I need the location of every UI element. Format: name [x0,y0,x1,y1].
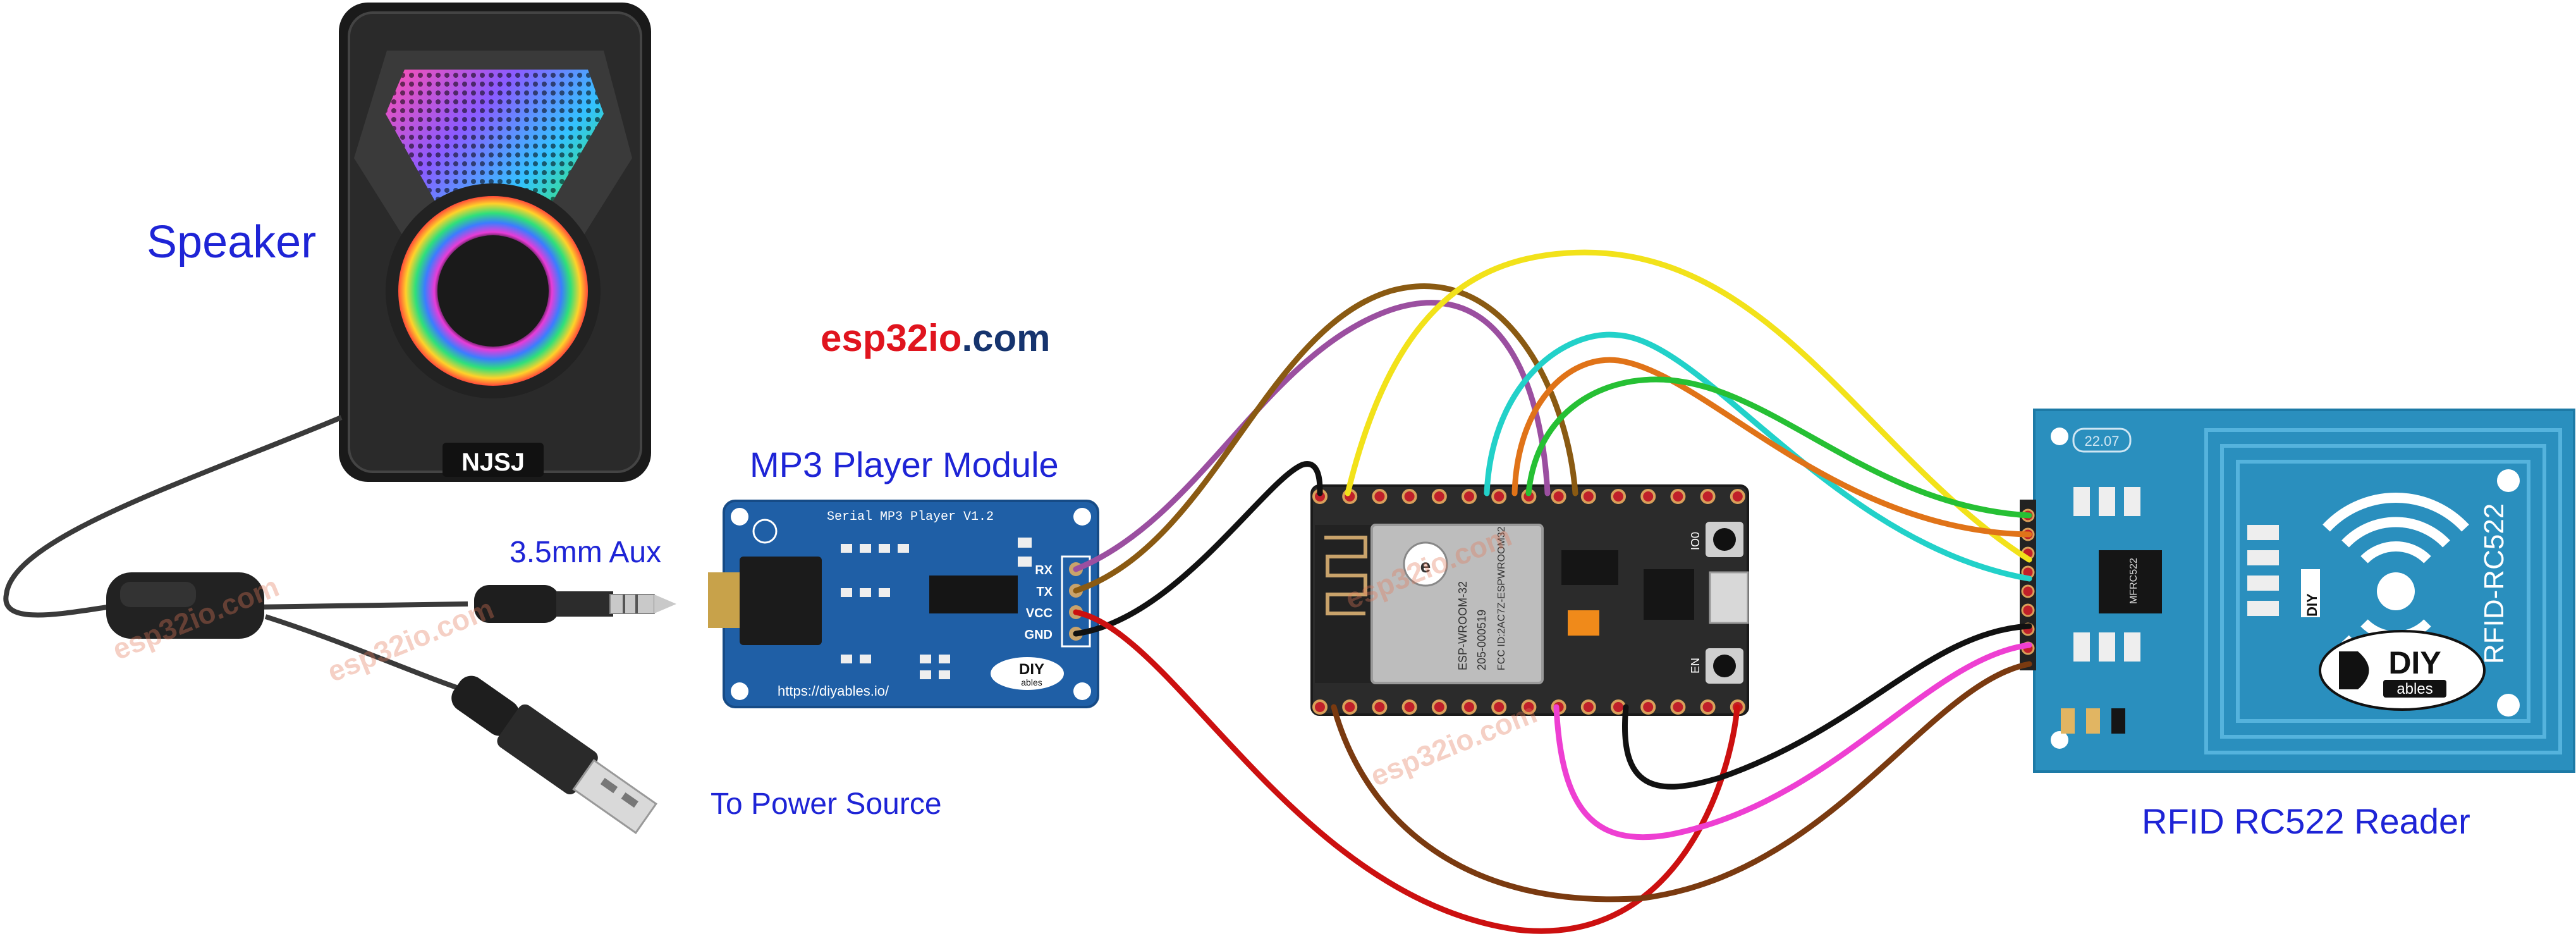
speaker-brand-text: NJSJ [461,448,525,476]
rfid-date-code: 22.07 [2084,433,2119,449]
svg-text:ables: ables [1021,677,1042,687]
esp32-pin [1372,699,1388,715]
mp3-board-url: https://diyables.io/ [778,683,889,699]
esp32-pin [1312,699,1328,715]
wire-black-gnd [1622,623,2032,790]
usb-plug [451,675,657,834]
rfid-label: RFID RC522 Reader [2142,801,2470,841]
aux-label: 3.5mm Aux [510,536,662,569]
esp32-pin [1491,489,1507,504]
aux-plug [474,585,676,623]
wire-dark-brown [1331,661,2032,902]
speaker-device: NJSJ [339,3,651,482]
esp32-pin [1700,699,1716,715]
esp32-pin [1462,699,1477,715]
mp3-pin-rx: RX [1035,563,1053,577]
wires [1073,249,2032,934]
esp32-pin [1580,489,1596,504]
brand-part3: .com [961,317,1051,359]
esp32-module-line1: ESP-WROOM-32 [1456,581,1469,670]
esp32-pin [1491,699,1507,715]
mp3-pin-vcc: VCC [1026,606,1053,620]
esp32-top-pins [1312,489,1745,504]
esp32-pin [1580,699,1596,715]
mp3-pin-tx: TX [1036,585,1053,599]
rfid-diyables-logo: DIY ables [2319,630,2486,711]
esp32-pin [1670,489,1686,504]
wire-vcc-red [1073,609,1740,934]
mp3-diyables-logo: DIY ables [991,657,1064,690]
rfid-board: 22.07 MFRC522 RFID-RC522 [2020,409,2575,773]
mp3-module-label: MP3 Player Module [750,445,1059,484]
svg-text:e: e [1420,556,1431,577]
esp32-pin [1431,699,1447,715]
esp32-pin [1611,489,1626,504]
esp32-module-line3: FCC ID:2AC7Z-ESPWROOM32 [1496,526,1507,670]
speaker-label: Speaker [147,217,317,268]
mp3-board-title: Serial MP3 Player V1.2 [827,510,994,524]
esp32-pin [1372,489,1388,504]
esp32-pin [1670,699,1686,715]
rfid-pin [2021,584,2035,598]
wire-green [1525,376,2032,519]
svg-text:DIY: DIY [2388,645,2441,680]
rfid-chip-label: MFRC522 [2128,558,2139,604]
wire-tx-brown [1073,283,1578,594]
wire-sda-yellow [1345,249,2032,563]
esp32-module-line2: 205-000519 [1475,610,1488,670]
esp32-pin [1551,489,1566,504]
wire-cyan [1484,331,2032,582]
svg-text:DIY: DIY [2304,593,2320,617]
esp32-pin [1700,489,1716,504]
power-label: To Power Source [711,787,942,821]
svg-text:ables: ables [2396,680,2433,698]
esp32-pin [1640,699,1656,715]
esp32-board: e ESP-WROOM-32 205-000519 FCC ID:2AC7Z-E… [1310,484,1749,716]
esp32-pin [1401,489,1417,504]
wire-gnd-black [1073,461,1323,637]
esp32-pin [1342,699,1358,715]
mp3-player-board: Serial MP3 Player V1.2 RX TX VCC GND htt [708,500,1099,708]
wire-magenta [1553,642,2032,840]
esp32-btn-en: EN [1689,658,1702,674]
brand-logo: esp32io.com [821,316,1051,360]
brand-part2: io [928,317,962,359]
esp32-pin [1401,699,1417,715]
esp32-pin [1640,489,1656,504]
mp3-pin-gnd: GND [1025,628,1053,642]
esp32-pin [1730,489,1745,504]
wire-rx-purple [1073,300,1551,572]
brand-part1: esp32 [821,317,929,359]
rfid-pins [2021,508,2035,655]
volume-control [106,572,264,639]
rfid-pin [2021,603,2035,617]
speaker-cable [3,415,482,698]
esp32-btn-io0: IO0 [1689,532,1702,550]
wire-orange [1511,357,2032,538]
svg-text:DIY: DIY [1019,661,1044,678]
rfid-diyables-small-logo: DIY [2301,569,2320,617]
esp32-pin [1462,489,1477,504]
esp32-pin [1521,699,1537,715]
rfid-side-text: RFID-RC522 [2479,503,2510,664]
esp32-pin [1431,489,1447,504]
